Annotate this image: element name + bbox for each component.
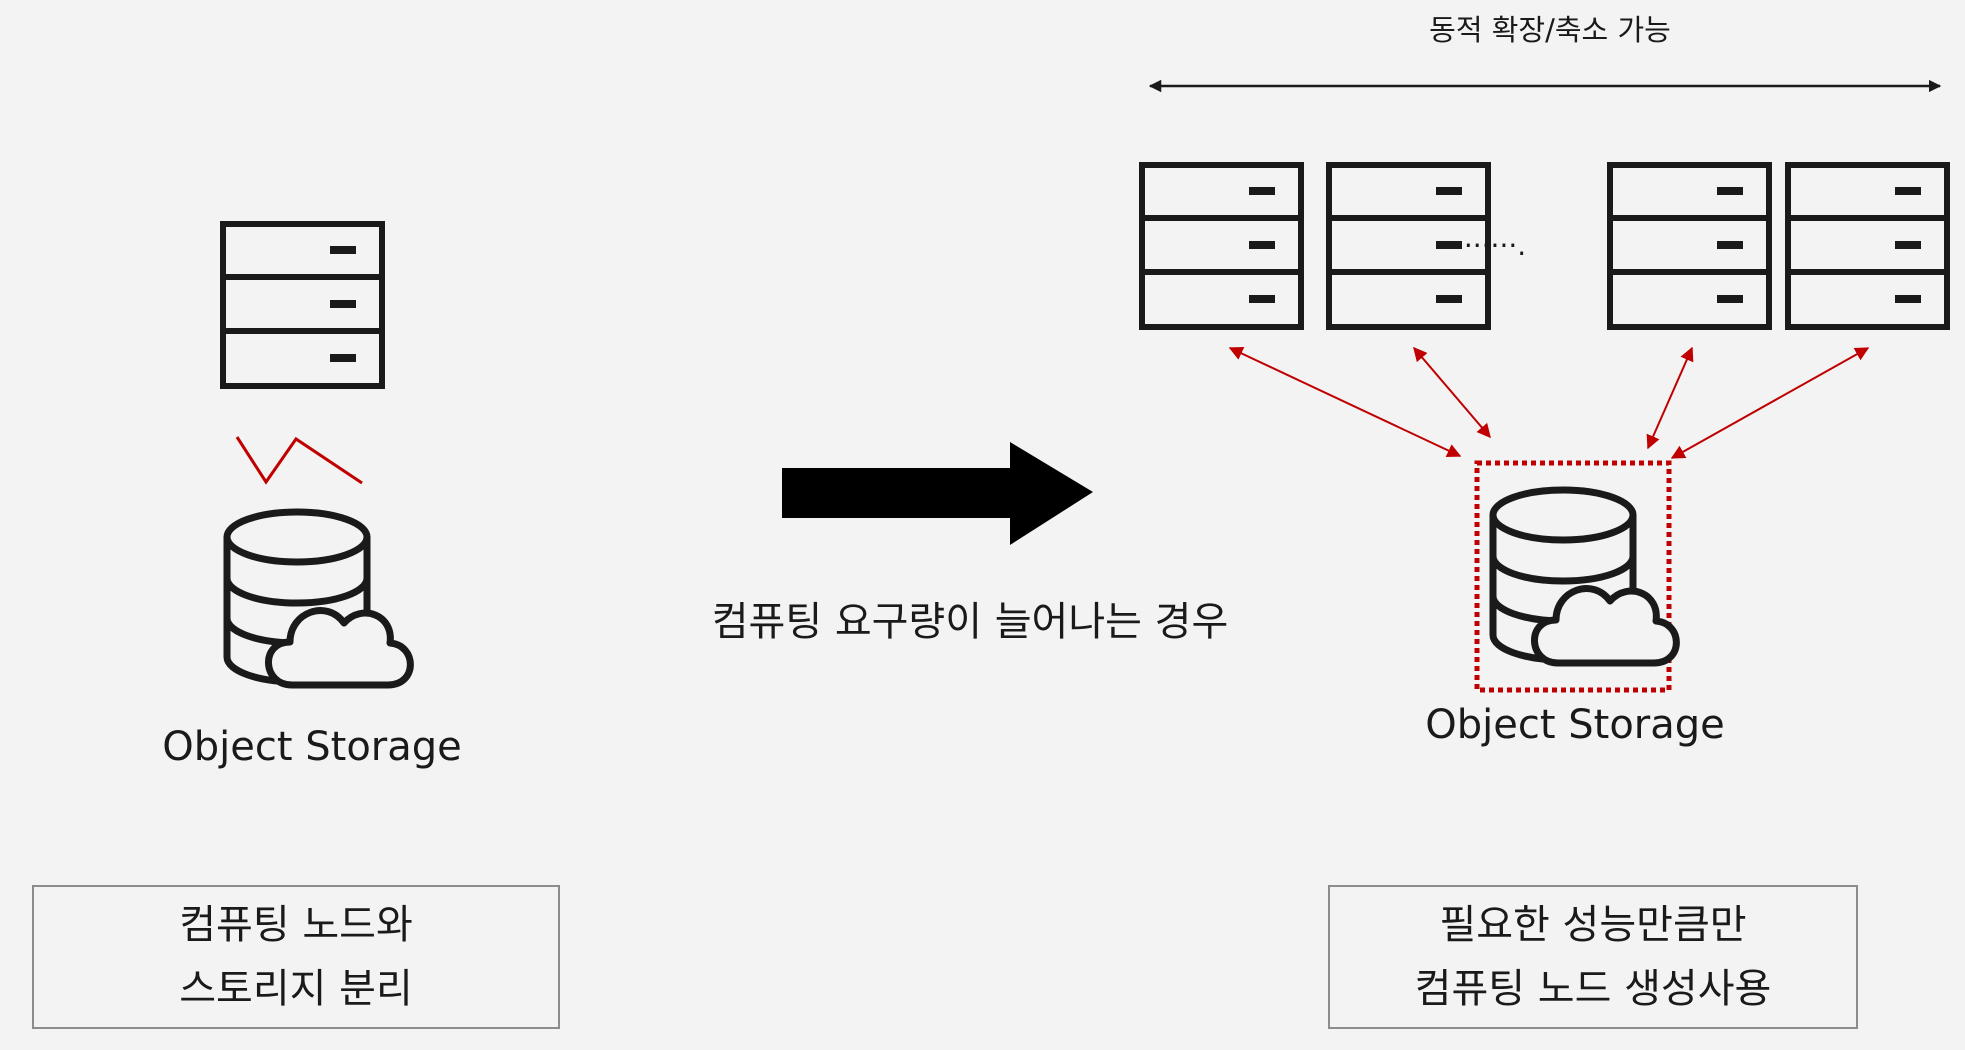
caption-line: 스토리지 분리 xyxy=(179,966,413,1012)
left-server-icon xyxy=(223,224,382,386)
right-storage-label: Object Storage xyxy=(1425,702,1725,748)
right-storage-icon xyxy=(1493,490,1676,663)
compute-node-icon xyxy=(1610,165,1769,327)
caption-line: 컴퓨팅 노드 생성사용 xyxy=(1414,966,1772,1012)
connection-arrow xyxy=(1646,346,1694,450)
left-disconnect-zigzag xyxy=(235,436,363,485)
scale-label: 동적 확장/축소 가능 xyxy=(1429,13,1671,47)
node-storage-connections xyxy=(1228,346,1870,459)
connection-arrow xyxy=(1413,346,1491,439)
compute-node-icon xyxy=(1788,165,1947,327)
left-storage-icon xyxy=(227,512,410,685)
storage-highlight-box xyxy=(1474,460,1672,693)
transition-arrow xyxy=(782,442,1093,545)
transition-label: 컴퓨팅 요구량이 늘어나는 경우 xyxy=(712,599,1229,645)
left-caption-box: 컴퓨팅 노드와 스토리지 분리 xyxy=(32,885,560,1029)
connection-arrow xyxy=(1228,347,1462,457)
compute-node-icon xyxy=(1142,165,1301,327)
caption-line: 컴퓨팅 노드와 xyxy=(179,902,413,948)
right-caption-box: 필요한 성능만큼만 컴퓨팅 노드 생성사용 xyxy=(1328,885,1858,1029)
caption-line: 필요한 성능만큼만 xyxy=(1439,902,1747,948)
ellipsis-dots: ······. xyxy=(1464,229,1526,262)
left-storage-label: Object Storage xyxy=(162,724,462,770)
connection-arrow xyxy=(1670,347,1870,459)
